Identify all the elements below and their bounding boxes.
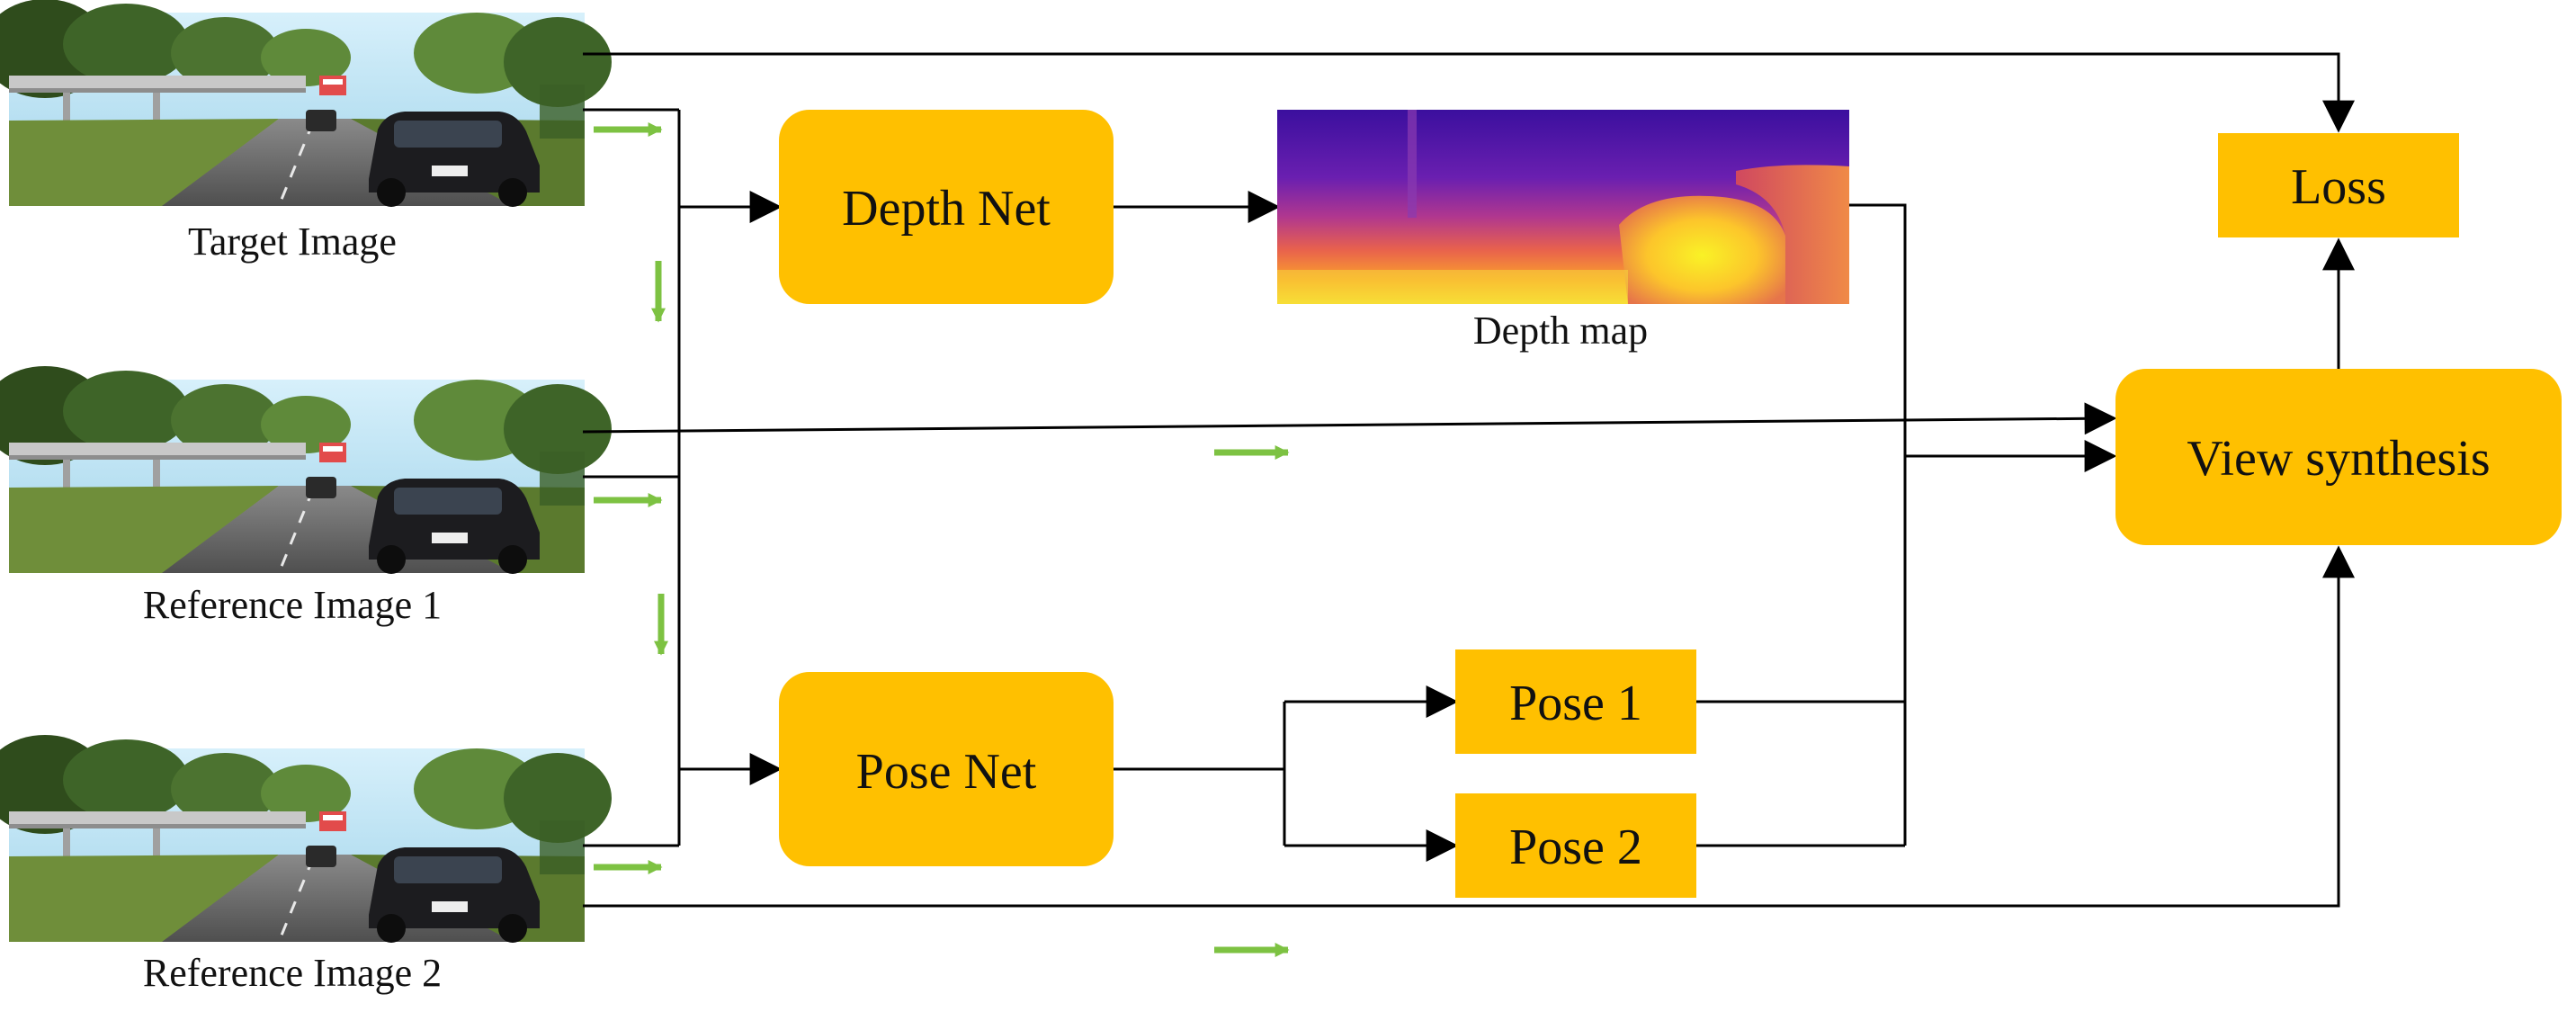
street-scene-photo-icon xyxy=(0,364,613,576)
reference-image-1-caption: Reference Image 1 xyxy=(143,583,442,627)
green-flow-arrows xyxy=(594,122,1290,957)
depth-net-label: Depth Net xyxy=(842,181,1051,237)
pose-net-label: Pose Net xyxy=(856,744,1037,800)
street-scene-photo-icon xyxy=(0,0,613,209)
edge-target-to-loss xyxy=(583,52,2355,133)
connectors xyxy=(582,52,2355,908)
loss-node: Loss xyxy=(2218,133,2459,237)
edge-ref2-to-view-synthesis xyxy=(583,545,2355,908)
depth-map-caption: Depth map xyxy=(1473,309,1648,353)
street-scene-photo-icon xyxy=(0,733,613,945)
target-image-caption: Target Image xyxy=(188,219,397,264)
reference-image-2: Reference Image 2 xyxy=(0,733,613,995)
loss-label: Loss xyxy=(2291,159,2386,215)
pose2-label: Pose 2 xyxy=(1509,819,1642,875)
reference-image-1: Reference Image 1 xyxy=(0,364,613,627)
edge-ref1-to-view-synthesis xyxy=(582,402,2117,435)
target-image: Target Image xyxy=(0,0,613,264)
reference-image-2-caption: Reference Image 2 xyxy=(143,951,442,995)
depth-map: Depth map xyxy=(1277,110,1849,353)
pose2-node: Pose 2 xyxy=(1455,793,1696,898)
depth-heatmap-icon xyxy=(1277,110,1849,304)
pose-net-node: Pose Net xyxy=(779,672,1114,866)
view-synthesis-label: View synthesis xyxy=(2187,431,2490,487)
depth-net-node: Depth Net xyxy=(779,110,1114,304)
view-synthesis-node: View synthesis xyxy=(2115,369,2562,545)
pose1-label: Pose 1 xyxy=(1509,676,1642,731)
edge-depth-map-down xyxy=(1849,203,1907,846)
pose1-node: Pose 1 xyxy=(1455,649,1696,754)
